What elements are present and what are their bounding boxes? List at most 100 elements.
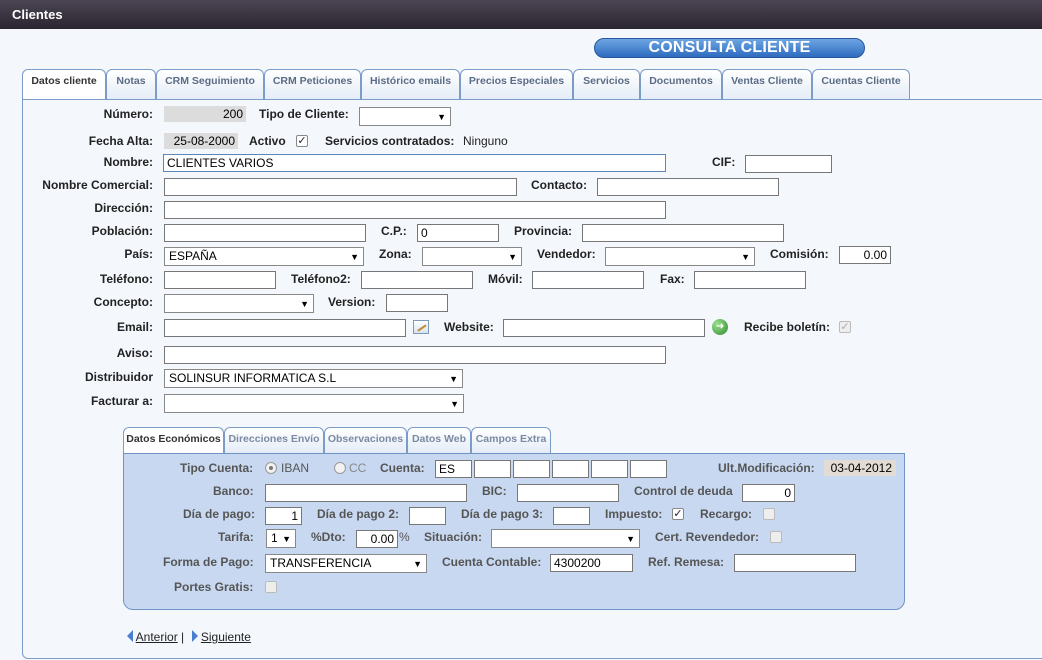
cuenta-input-6[interactable] [630,460,667,478]
tab-documentos[interactable]: Documentos [640,69,722,100]
subtab-direcciones-envio[interactable]: Direcciones Envío [224,427,324,453]
impuesto-checkbox[interactable]: ✓ [672,508,684,520]
provincia-input[interactable] [582,224,784,242]
banco-label: Banco: [213,484,254,498]
cuenta-contable-label: Cuenta Contable: [442,555,542,569]
fax-input[interactable] [694,271,806,289]
movil-input[interactable] [532,271,644,289]
pais-select[interactable]: ESPAÑA▼ [164,247,364,266]
chevron-down-icon: ▼ [437,112,446,122]
vendedor-select[interactable]: ▼ [605,247,755,266]
poblacion-input[interactable] [164,224,366,242]
numero-value: 200 [164,106,246,122]
bic-label: BIC: [482,484,507,498]
distribuidor-select[interactable]: SOLINSUR INFORMATICA S.L▼ [164,369,463,388]
forma-pago-label: Forma de Pago: [163,555,254,569]
concepto-select[interactable]: ▼ [164,294,314,313]
direccion-input[interactable] [164,201,666,219]
pais-label: País: [124,247,153,261]
subtab-datos-web[interactable]: Datos Web [407,427,471,453]
tab-ventas-cliente[interactable]: Ventas Cliente [722,69,812,100]
tab-servicios[interactable]: Servicios [573,69,640,100]
telefono-input[interactable] [164,271,276,289]
previous-link[interactable]: Anterior [135,630,178,644]
facturar-select[interactable]: ▼ [164,394,464,413]
situacion-select[interactable]: ▼ [491,529,640,548]
numero-label: Número: [103,107,153,121]
chevron-down-icon: ▼ [413,559,422,569]
dto-input[interactable]: 0.00 [356,530,398,548]
tarifa-select[interactable]: 1▼ [266,529,296,548]
control-deuda-input[interactable]: 0 [742,484,795,502]
compose-email-icon[interactable] [413,320,429,334]
chevron-down-icon: ▼ [350,252,359,262]
cc-radio[interactable] [334,462,346,474]
cuenta-input-4[interactable] [552,460,589,478]
facturar-label: Facturar a: [90,394,153,408]
cp-input[interactable]: 0 [417,224,499,242]
tab-historico-emails[interactable]: Histórico emails [361,69,460,100]
servicios-value: Ninguno [463,134,508,148]
subtab-observaciones[interactable]: Observaciones [324,427,407,453]
email-input[interactable] [164,319,406,337]
dto-suffix: % [399,530,410,544]
dia-pago2-input[interactable] [409,507,446,525]
cuenta-input-5[interactable] [591,460,628,478]
comision-input[interactable]: 0.00 [839,246,891,264]
fecha-alta-value: 25-08-2000 [164,133,238,149]
iban-radio[interactable] [265,462,277,474]
recibe-boletin-checkbox[interactable]: ✓ [839,321,851,333]
banco-input[interactable] [265,484,467,502]
contacto-input[interactable] [597,178,779,196]
portes-gratis-checkbox[interactable] [265,581,277,593]
ref-remesa-input[interactable] [734,554,856,572]
cif-input[interactable] [745,155,832,173]
nombre-comercial-label: Nombre Comercial: [42,178,153,192]
contacto-label: Contacto: [531,178,587,192]
recargo-checkbox[interactable] [763,508,775,520]
zona-select[interactable]: ▼ [422,247,522,266]
website-input[interactable] [503,319,705,337]
tipo-cliente-select[interactable]: ▼ [359,107,451,126]
tab-datos-cliente[interactable]: Datos cliente [22,69,106,100]
forma-pago-select[interactable]: TRANSFERENCIA▼ [265,554,427,573]
tab-crm-seguimiento[interactable]: CRM Seguimiento [156,69,264,100]
aviso-input[interactable] [164,346,666,364]
impuesto-label: Impuesto: [605,507,663,521]
nombre-input[interactable]: CLIENTES VARIOS [163,154,666,172]
dia-pago-input[interactable]: 1 [265,507,302,525]
version-input[interactable] [386,294,448,312]
dia-pago3-input[interactable] [553,507,590,525]
chevron-down-icon: ▼ [450,399,459,409]
cuenta-input-3[interactable] [513,460,550,478]
cert-revendedor-checkbox[interactable] [770,531,782,543]
telefono2-input[interactable] [361,271,473,289]
tab-crm-peticiones[interactable]: CRM Peticiones [264,69,361,100]
subtab-datos-economicos[interactable]: Datos Económicos [123,427,224,453]
fax-label: Fax: [660,272,685,286]
activo-checkbox[interactable]: ✓ [296,135,308,147]
next-arrow-icon[interactable] [191,630,198,642]
subtab-campos-extra[interactable]: Campos Extra [471,427,551,453]
dia-pago-label: Día de pago: [183,507,256,521]
cuenta-input-2[interactable] [474,460,511,478]
bic-input[interactable] [517,484,619,502]
tab-precios-especiales[interactable]: Precios Especiales [460,69,573,100]
cuenta-input-1[interactable]: ES [435,460,472,478]
chevron-down-icon: ▼ [282,534,291,544]
nombre-comercial-input[interactable] [164,178,517,196]
open-website-icon[interactable] [712,319,728,335]
chevron-down-icon: ▼ [741,252,750,262]
iban-label: IBAN [281,461,310,475]
telefono2-label: Teléfono2: [291,272,351,286]
tab-notas[interactable]: Notas [106,69,156,100]
next-link[interactable]: Siguiente [200,630,251,644]
chevron-down-icon: ▼ [449,374,458,384]
zona-label: Zona: [379,247,412,261]
previous-arrow-icon[interactable] [127,630,133,642]
tab-cuentas-cliente[interactable]: Cuentas Cliente [812,69,910,100]
cuenta-label: Cuenta: [380,461,425,475]
ref-remesa-label: Ref. Remesa: [648,555,725,569]
cuenta-contable-input[interactable]: 4300200 [550,554,633,572]
recargo-label: Recargo: [700,507,753,521]
